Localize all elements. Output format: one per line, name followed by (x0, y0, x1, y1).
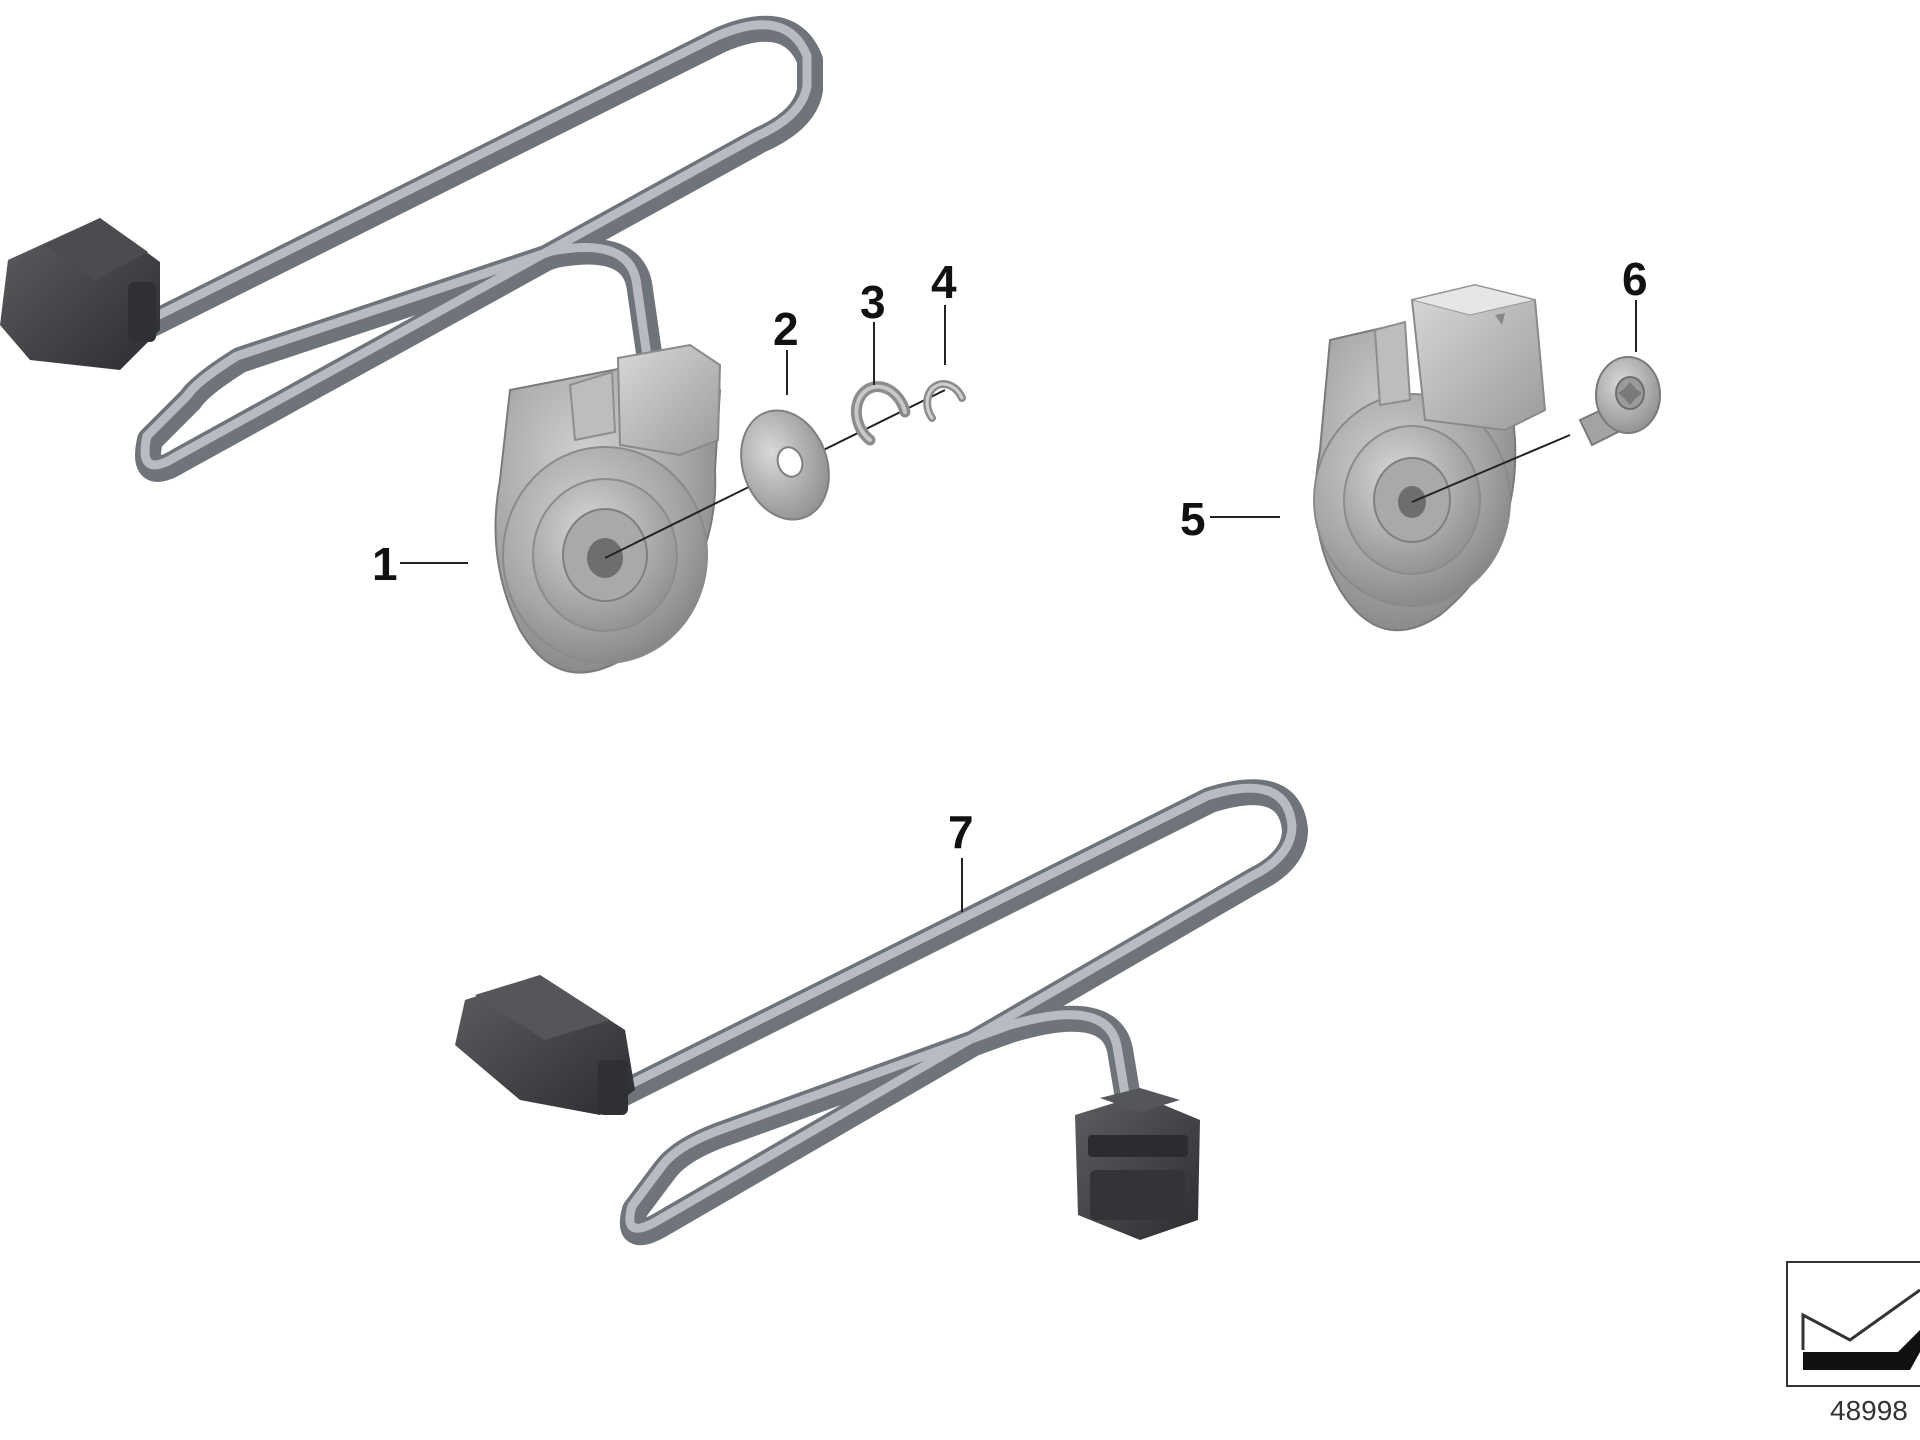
part-6-bolt (1578, 356, 1661, 447)
part-7-connector-right (1075, 1088, 1200, 1240)
part-3-spring-ring (850, 381, 911, 446)
reference-number: 48998 (1830, 1395, 1908, 1426)
part-1-sensor-housing (494, 343, 722, 674)
part-2-washer (740, 409, 830, 521)
part-1-sensor-with-cable (0, 15, 946, 674)
callout-7-label: 7 (948, 806, 974, 858)
callout-6: 6 (1622, 253, 1648, 352)
part-1-cable-connector (0, 218, 160, 370)
part-7-cable-harness (455, 779, 1308, 1246)
callout-4: 4 (931, 256, 957, 365)
orientation-badge (1786, 1261, 1920, 1387)
part-5-sensor (1313, 283, 1571, 632)
callout-2: 2 (773, 303, 799, 395)
callout-6-label: 6 (1622, 253, 1648, 305)
part-5-axis-line (1411, 434, 1571, 503)
callout-4-label: 4 (931, 256, 957, 308)
callout-7: 7 (948, 806, 974, 912)
callout-2-label: 2 (773, 303, 799, 355)
callout-5: 5 (1180, 493, 1280, 545)
callout-5-label: 5 (1180, 493, 1206, 545)
callout-3: 3 (860, 276, 886, 385)
orientation-arrow-icon (1801, 1288, 1920, 1370)
callout-1: 1 (372, 538, 468, 590)
part-7-connector-left (455, 975, 635, 1115)
callout-1-label: 1 (372, 538, 398, 590)
part-4-clip (923, 380, 966, 422)
callout-3-label: 3 (860, 276, 886, 328)
